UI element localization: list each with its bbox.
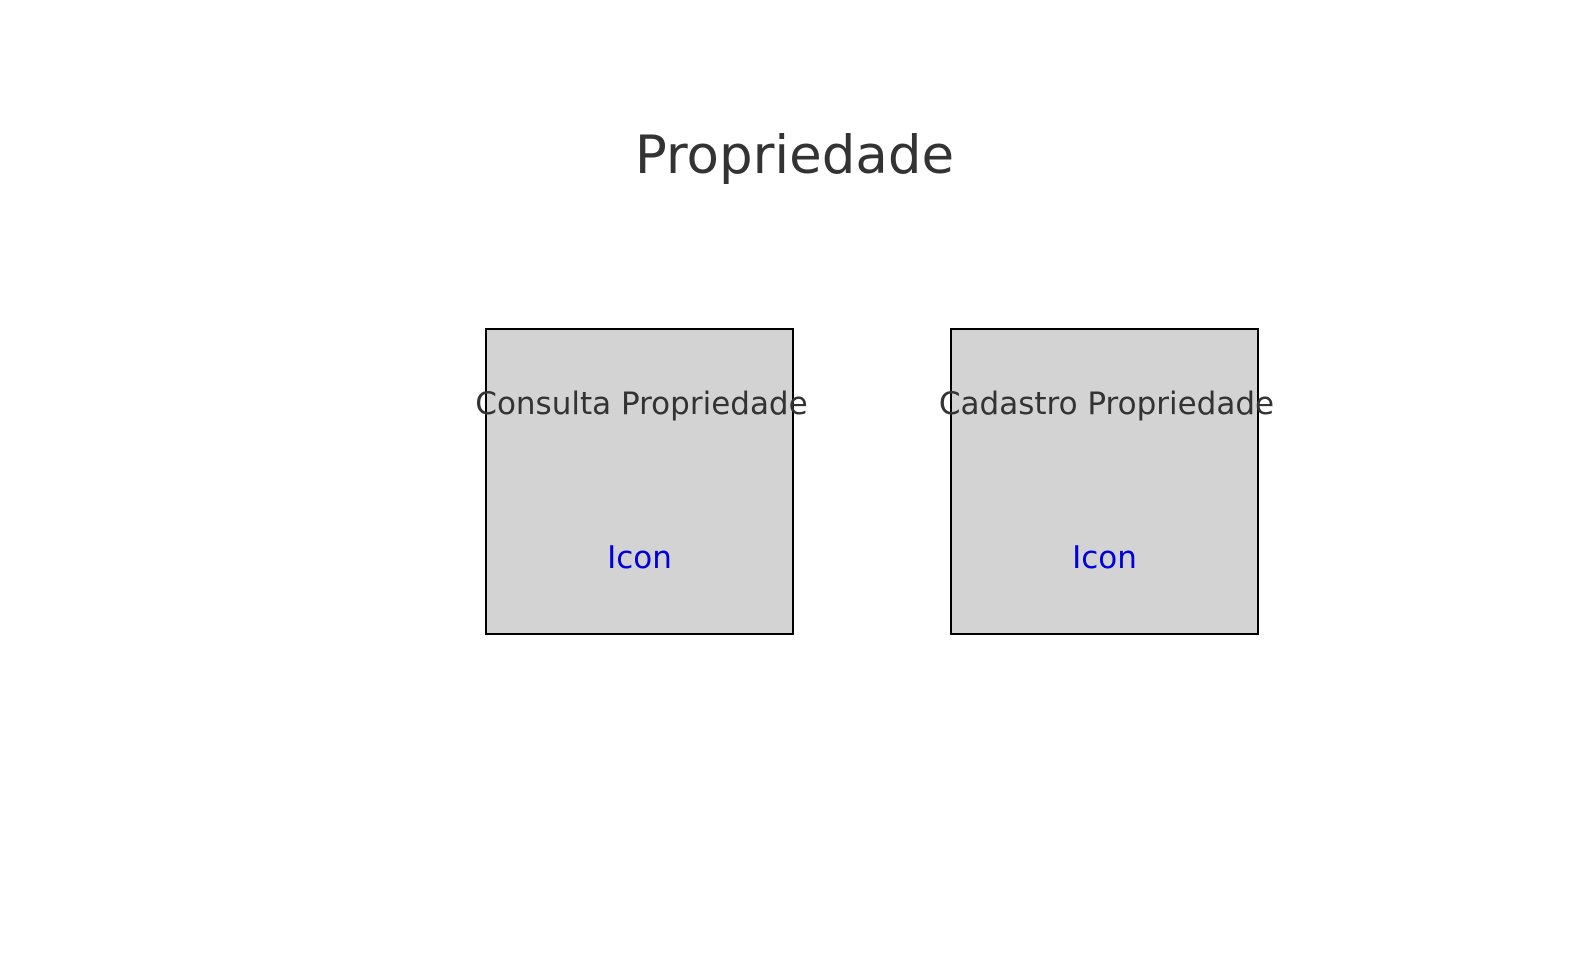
consulta-propriedade-card[interactable]: Consulta Propriedade Icon <box>475 328 808 635</box>
consulta-icon: Icon <box>607 540 672 576</box>
cadastro-propriedade-card[interactable]: Cadastro Propriedade Icon <box>939 328 1274 635</box>
cadastro-icon: Icon <box>1072 540 1137 576</box>
card-label: Consulta Propriedade <box>475 386 808 422</box>
card-label: Cadastro Propriedade <box>938 386 1275 422</box>
page-title: Propriedade <box>634 125 955 186</box>
